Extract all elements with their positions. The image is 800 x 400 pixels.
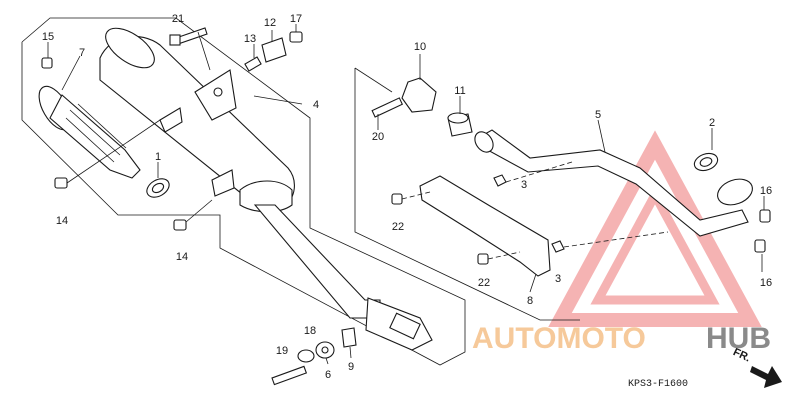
rubber-grommet-12 — [261, 37, 287, 63]
callout-10: 10 — [414, 41, 426, 53]
callout-22a: 22 — [392, 221, 404, 233]
callout-8: 8 — [527, 295, 533, 307]
callout-labels: 1 2 3 3 4 5 6 7 8 9 10 11 12 13 14 14 15… — [42, 13, 772, 381]
muffler-group-outline — [21, 17, 466, 366]
tail-joint — [365, 297, 433, 351]
bolt-21 — [169, 27, 208, 46]
callout-15: 15 — [42, 31, 54, 43]
bolt-22-lower — [477, 253, 489, 265]
bolt-14-lower — [173, 219, 187, 231]
stud-16-lower — [754, 239, 766, 253]
stud-16-upper — [759, 209, 771, 223]
callout-3b: 3 — [555, 273, 561, 285]
nut-3-upper — [493, 174, 507, 187]
watermark-part2: HUB — [706, 322, 771, 355]
callout-7: 7 — [79, 47, 85, 59]
watermark-text: AUTOMOTO HUB — [472, 322, 771, 355]
callout-5: 5 — [595, 109, 601, 121]
bolt-20 — [371, 97, 404, 118]
callout-3a: 3 — [521, 179, 527, 191]
callout-21: 21 — [172, 13, 184, 25]
exhaust-pipe — [474, 129, 753, 237]
callout-22b: 22 — [478, 277, 490, 289]
spark-arrester — [38, 85, 141, 179]
washer-9 — [341, 327, 357, 348]
watermark-part1: AUTOMOTO — [472, 322, 646, 355]
front-arrow-icon — [750, 366, 782, 388]
bolt-19 — [271, 365, 308, 386]
callout-18: 18 — [304, 325, 316, 337]
heat-protector-8 — [419, 175, 551, 277]
bolt-14-upper — [54, 177, 68, 189]
callout-19: 19 — [276, 345, 288, 357]
callout-9: 9 — [348, 361, 354, 373]
callout-16a: 16 — [760, 185, 772, 197]
callout-14a: 14 — [56, 215, 68, 227]
bolt-22-upper — [391, 193, 403, 205]
callout-6: 6 — [325, 369, 331, 381]
leader-lines — [47, 24, 765, 365]
pipe-group-outline — [354, 68, 580, 321]
callout-13: 13 — [244, 33, 256, 45]
callout-20: 20 — [372, 131, 384, 143]
bolt-15 — [41, 57, 53, 69]
rubber-18 — [297, 349, 315, 363]
collar-13 — [244, 56, 262, 72]
callout-12: 12 — [264, 17, 276, 29]
callout-16b: 16 — [760, 277, 772, 289]
diagram-code: KPS3-F1600 — [628, 379, 688, 390]
pipe-band-10 — [401, 77, 437, 113]
callout-4: 4 — [313, 99, 319, 111]
nut-3-lower — [551, 240, 565, 253]
washer-17 — [289, 31, 303, 43]
callout-17: 17 — [290, 13, 302, 25]
callout-1: 1 — [155, 151, 161, 163]
callout-11: 11 — [454, 85, 465, 97]
callout-2: 2 — [709, 117, 715, 129]
watermark-triangle — [548, 130, 762, 327]
callout-14b: 14 — [176, 251, 188, 263]
muffler-body — [99, 27, 381, 319]
